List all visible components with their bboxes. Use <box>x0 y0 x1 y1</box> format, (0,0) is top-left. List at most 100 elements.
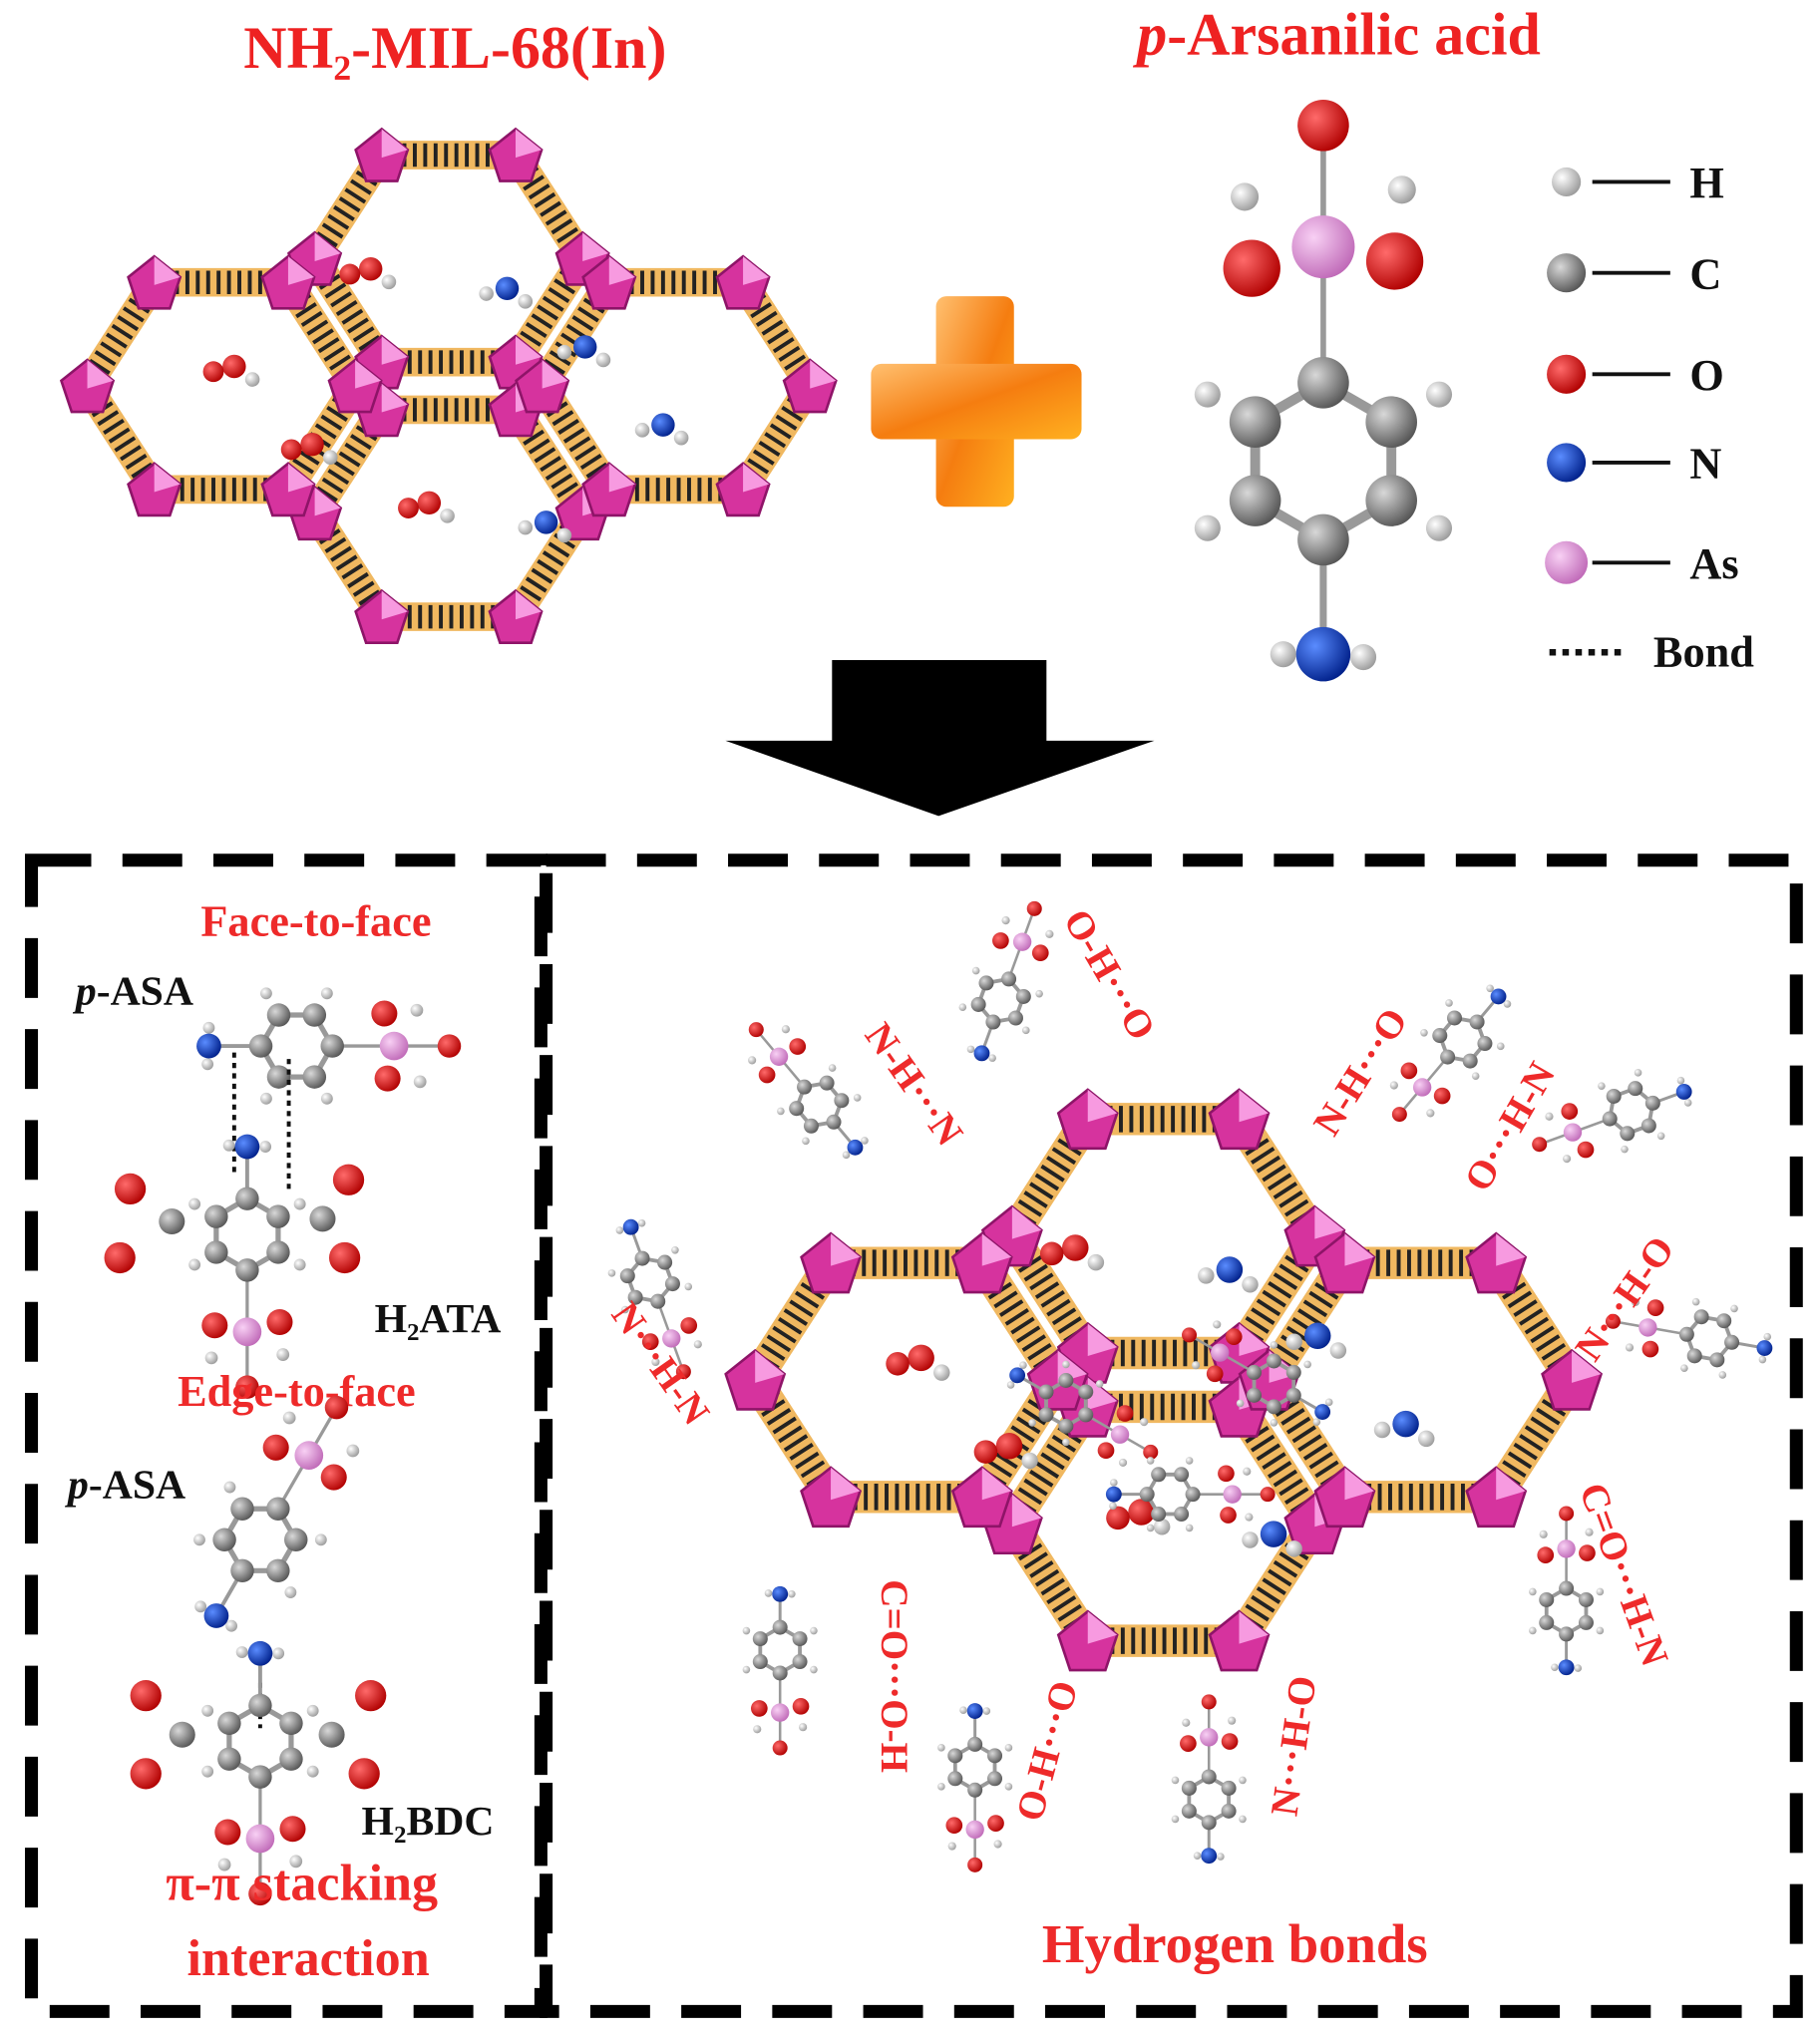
atom-o <box>1532 1137 1548 1153</box>
atom-h <box>861 1137 869 1145</box>
atom-c <box>1221 1803 1237 1819</box>
atom-c <box>1602 1111 1618 1127</box>
atom-o <box>641 1333 659 1350</box>
polyhedron-highlight <box>154 256 181 285</box>
atom-c <box>235 1187 259 1210</box>
atom-o <box>750 1700 768 1717</box>
atom-o <box>680 1317 698 1334</box>
atom-c <box>1038 1384 1054 1400</box>
atom-o <box>1605 1313 1621 1329</box>
pasa-label-2: p-ASA <box>65 1463 185 1509</box>
atom-c <box>248 1693 272 1718</box>
polyhedron-highlight <box>1087 1611 1118 1644</box>
atom-o <box>1577 1141 1595 1159</box>
atom-as <box>771 1703 790 1722</box>
atom-o <box>792 1698 810 1715</box>
atom-h <box>259 1141 272 1153</box>
atom-h <box>293 1258 306 1271</box>
atom-c <box>1229 396 1281 449</box>
atom-n <box>772 1585 789 1602</box>
atom-n <box>973 1045 990 1062</box>
atom-h <box>1193 1852 1202 1861</box>
atom-h <box>293 1197 306 1210</box>
atom-c <box>1151 1467 1167 1483</box>
atom-o <box>114 1173 147 1205</box>
atom-h <box>556 527 572 543</box>
atom-c <box>1078 1384 1094 1400</box>
atom-h <box>1270 641 1296 668</box>
atom-h <box>289 1855 303 1869</box>
atom-c <box>967 1736 983 1752</box>
polyhedron-highlight <box>287 463 315 493</box>
atom-h <box>518 294 534 309</box>
atom-h <box>1350 643 1377 671</box>
atom-o <box>992 932 1009 949</box>
atom-h <box>1329 1342 1347 1359</box>
polyhedron-highlight <box>381 336 408 365</box>
atom-h <box>272 1647 285 1660</box>
atom-h <box>346 1444 360 1458</box>
polyhedron-highlight <box>516 336 543 365</box>
atom-o <box>214 1819 241 1846</box>
atom-h <box>1574 1664 1583 1672</box>
atom-h <box>1045 929 1054 938</box>
atom-c <box>1078 1407 1094 1423</box>
atom-n <box>1675 1084 1692 1100</box>
atom-c <box>803 1118 819 1134</box>
atom-c <box>1266 1399 1281 1415</box>
atom-c <box>266 1558 290 1583</box>
atom-c <box>619 1268 635 1284</box>
atom-as <box>294 1441 324 1470</box>
edge-to-face-label: Edge-to-face <box>178 1367 416 1416</box>
atom-c <box>217 1711 241 1736</box>
atom-c <box>752 1654 768 1670</box>
polyhedron-highlight <box>542 359 568 389</box>
atom-h <box>1146 1457 1155 1465</box>
atom-h <box>788 1589 796 1598</box>
atom-h <box>937 1783 945 1791</box>
atom-o <box>1062 1234 1089 1261</box>
atom-o <box>328 1241 361 1274</box>
atom-h <box>1656 1132 1665 1141</box>
inio-polyhedron <box>1056 1088 1119 1151</box>
atom-o <box>355 1680 387 1712</box>
h2ata-label: H₂ATA <box>375 1296 502 1342</box>
atom-h <box>1236 1399 1245 1408</box>
atom-c <box>985 1014 1001 1030</box>
atom-h <box>1019 1361 1027 1369</box>
atom-c <box>318 1721 345 1748</box>
atom-h <box>1373 1421 1391 1439</box>
atom-c <box>987 1771 1003 1787</box>
atom-h <box>1062 1360 1070 1369</box>
atom-o <box>130 1680 162 1712</box>
atom-h <box>1676 1076 1685 1085</box>
atom-h <box>1596 1626 1605 1635</box>
atom-h <box>1471 1072 1480 1080</box>
atom-h <box>1598 1082 1606 1090</box>
atom-o <box>886 1352 910 1376</box>
atom-h <box>742 1626 751 1635</box>
atom-h <box>1153 1518 1171 1535</box>
atom-o <box>945 1817 963 1835</box>
atom-o <box>973 1440 998 1464</box>
atom-o <box>1559 1506 1575 1522</box>
atom-n <box>1009 1367 1026 1384</box>
atom-h <box>1194 381 1221 408</box>
atom-h <box>1217 1853 1225 1861</box>
atom-c <box>1015 988 1031 1004</box>
atom-c <box>1628 1081 1643 1097</box>
arsanilic-acid-molecule <box>1194 99 1453 682</box>
atom-as <box>1211 1343 1230 1362</box>
atom-h <box>966 1045 975 1054</box>
atom-n <box>234 1134 260 1160</box>
atom-c <box>279 1711 303 1736</box>
atom-o <box>348 1758 380 1790</box>
atom-h <box>1545 1112 1554 1121</box>
atom-c <box>1266 1353 1281 1369</box>
atom-o <box>262 1434 289 1461</box>
atom-o <box>1561 1103 1579 1120</box>
atom-n <box>247 1640 273 1666</box>
atom-h <box>1445 999 1453 1007</box>
atom-h <box>1087 1253 1105 1271</box>
